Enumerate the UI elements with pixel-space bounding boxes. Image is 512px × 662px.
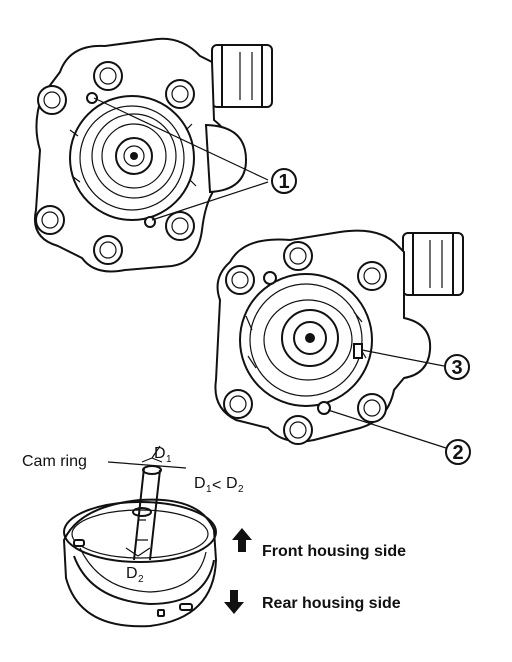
callout-2-number: 2 [452,442,463,464]
relation-right-letter: D [226,475,238,492]
lower-bolt-boss [225,265,255,295]
lower-dowel-hole [317,401,331,415]
d1-dimension: D 1 [141,445,172,465]
callout-3-leader [361,349,445,367]
lower-shaft-hub [293,321,327,355]
dimension-relation: D 1 < D 2 [194,475,244,495]
lower-bolt-boss [223,389,253,419]
callout-1-number: 1 [278,171,289,193]
lower-cam-ring-face [239,273,373,407]
relation-left-letter: D [194,475,206,492]
cam-ring-label: Cam ring [22,453,87,470]
rear-housing-label: Rear housing side [262,595,401,612]
callout-2: 2 [445,439,471,465]
lower-bolt-boss [357,261,387,291]
upper-bolt-boss [35,205,65,235]
upper-pump-housing [34,37,273,273]
arrow-up-icon [232,528,252,552]
upper-bolt-boss [165,211,195,241]
arrow-down-icon [224,590,244,614]
d2-letter: D [126,565,138,582]
upper-bolt-boss [93,61,123,91]
upper-dowel-pin [86,92,98,104]
upper-shaft-hub [115,137,153,175]
lower-dowel-hole [263,271,277,285]
lower-bolt-boss [357,393,387,423]
callout-3: 3 [444,354,470,380]
cam-ring-label-leader [107,461,187,469]
d1-subscript: 1 [166,454,172,465]
d1-letter: D [154,445,166,462]
callout-2-leader [327,409,447,449]
front-housing-label: Front housing side [262,543,406,560]
upper-bolt-boss [37,85,67,115]
lower-bolt-boss [283,415,313,445]
lower-outlet-fitting [402,232,464,296]
lower-cam-ring-mark [353,343,363,359]
upper-side-boss [204,123,248,194]
relation-right-subscript: 2 [238,484,244,495]
d2-dimension: D 2 [125,547,151,585]
lower-rotor [281,309,339,367]
callout-1-leaders [93,97,269,221]
upper-cover-face [69,95,195,221]
upper-bolt-boss [165,79,195,109]
callout-1: 1 [271,168,297,194]
relation-operator: < [212,477,221,494]
lower-pump-housing [214,229,464,445]
lower-bolt-boss [283,241,313,271]
cam-ring-bore [133,467,161,561]
upper-outlet-fitting [211,44,273,108]
d2-subscript: 2 [138,574,144,585]
cam-ring-detail [62,465,218,628]
relation-left-subscript: 1 [206,484,212,495]
upper-dowel-pin [144,216,156,228]
upper-bolt-boss [93,235,123,265]
callout-3-number: 3 [451,357,462,379]
